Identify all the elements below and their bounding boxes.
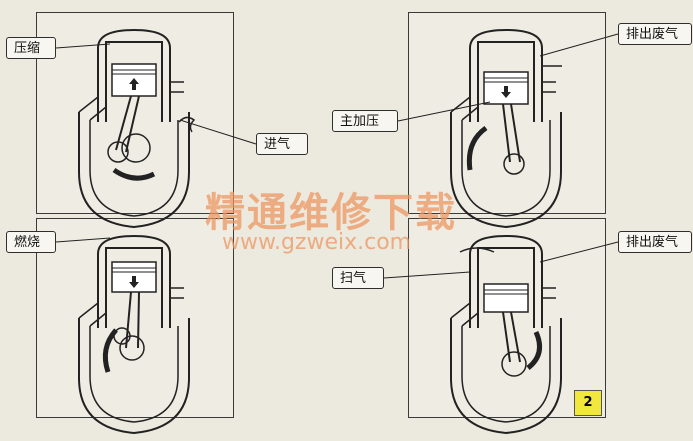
page-number-badge: 2	[574, 390, 602, 416]
label-exhaust-top: 排出废气	[618, 23, 692, 45]
engine-scavenge	[450, 235, 562, 434]
label-supercharge: 主加压	[332, 110, 398, 132]
panel-scavenge	[408, 218, 606, 418]
label-compression: 压缩	[6, 37, 56, 59]
label-scavenge: 扫气	[332, 267, 384, 289]
engine-compression	[78, 29, 196, 228]
label-exhaust-bottom: 排出废气	[618, 231, 692, 253]
panel-combustion	[36, 218, 234, 418]
engine-supercharge	[450, 29, 562, 228]
watermark-text: 精通维修下载	[205, 189, 457, 236]
engine-combustion	[78, 235, 190, 434]
label-intake: 进气	[256, 133, 308, 155]
label-combustion: 燃烧	[6, 231, 56, 253]
leader-lines	[55, 33, 619, 279]
watermark-url: www.gzweix.com	[222, 230, 412, 255]
panel-supercharge	[408, 12, 606, 214]
